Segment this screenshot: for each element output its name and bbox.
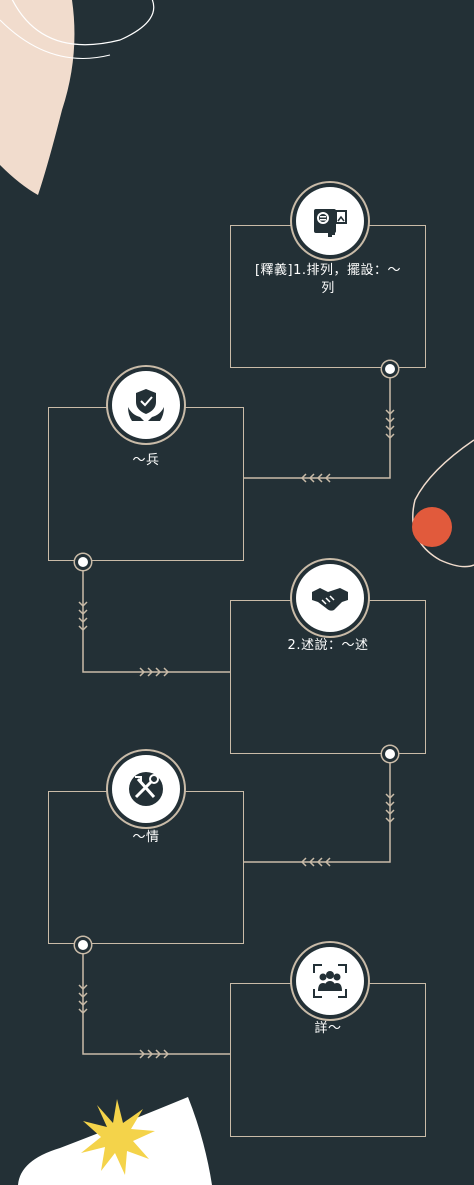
- connector-2-3: [78, 562, 230, 677]
- step-1-badge: [296, 187, 364, 255]
- shield-hands-icon: [128, 389, 164, 421]
- thin-arc-decor: [11, 0, 155, 46]
- orange-dot-decor: [412, 507, 452, 547]
- step-2-node: [78, 557, 88, 567]
- step-3-label: 2.述說：～述: [287, 638, 369, 653]
- group-icon: [313, 964, 347, 998]
- step-5-badge: [296, 947, 364, 1015]
- handshake-icon: [312, 588, 348, 611]
- step-1-node: [385, 364, 395, 374]
- step-1-label: [釋義]1.排列，擺設：～ 列: [254, 263, 402, 296]
- tools-icon: [129, 772, 163, 806]
- step-4-node: [78, 940, 88, 950]
- connector-4-5: [78, 945, 230, 1059]
- step-4-badge: [112, 755, 180, 823]
- magnifier-document-icon: [314, 209, 347, 237]
- step-2-label: ～兵: [132, 453, 160, 468]
- connector-1-2: [244, 370, 395, 483]
- step-3-node: [385, 749, 395, 759]
- thin-arc-decor-2: [0, 19, 111, 59]
- step-4-label: ～情: [132, 830, 160, 845]
- step-5-label: 詳～: [314, 1021, 342, 1036]
- step-2-badge: [112, 371, 180, 439]
- connector-3-4: [244, 754, 395, 867]
- peach-blob-decor: [0, 0, 75, 195]
- step-3-badge: [296, 564, 364, 632]
- sun-decor: [81, 1099, 155, 1175]
- peach-outline-decor: [412, 439, 474, 568]
